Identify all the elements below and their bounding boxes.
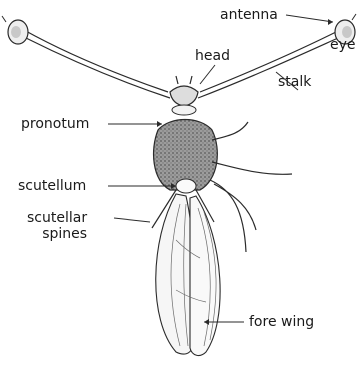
label-antenna: antenna [220, 7, 278, 23]
label-scutellum: scutellum [18, 178, 86, 194]
head [170, 76, 198, 115]
thorax [154, 120, 218, 194]
legs [210, 122, 292, 252]
label-fore-wing: fore wing [249, 314, 314, 330]
label-eye: eye [330, 37, 356, 53]
label-head: head [195, 48, 230, 64]
left-eye-stalk [24, 30, 170, 98]
label-stalk: stalk [278, 74, 311, 90]
fore-wings [156, 194, 220, 355]
left-eye [2, 16, 28, 44]
label-scutellar-line1: scutellar [27, 210, 87, 226]
label-scutellar-spines: scutellar spines [27, 210, 87, 242]
label-pronotum: pronotum [21, 116, 89, 132]
label-scutellar-line2: spines [27, 226, 87, 242]
right-eye-stalk [198, 30, 340, 98]
